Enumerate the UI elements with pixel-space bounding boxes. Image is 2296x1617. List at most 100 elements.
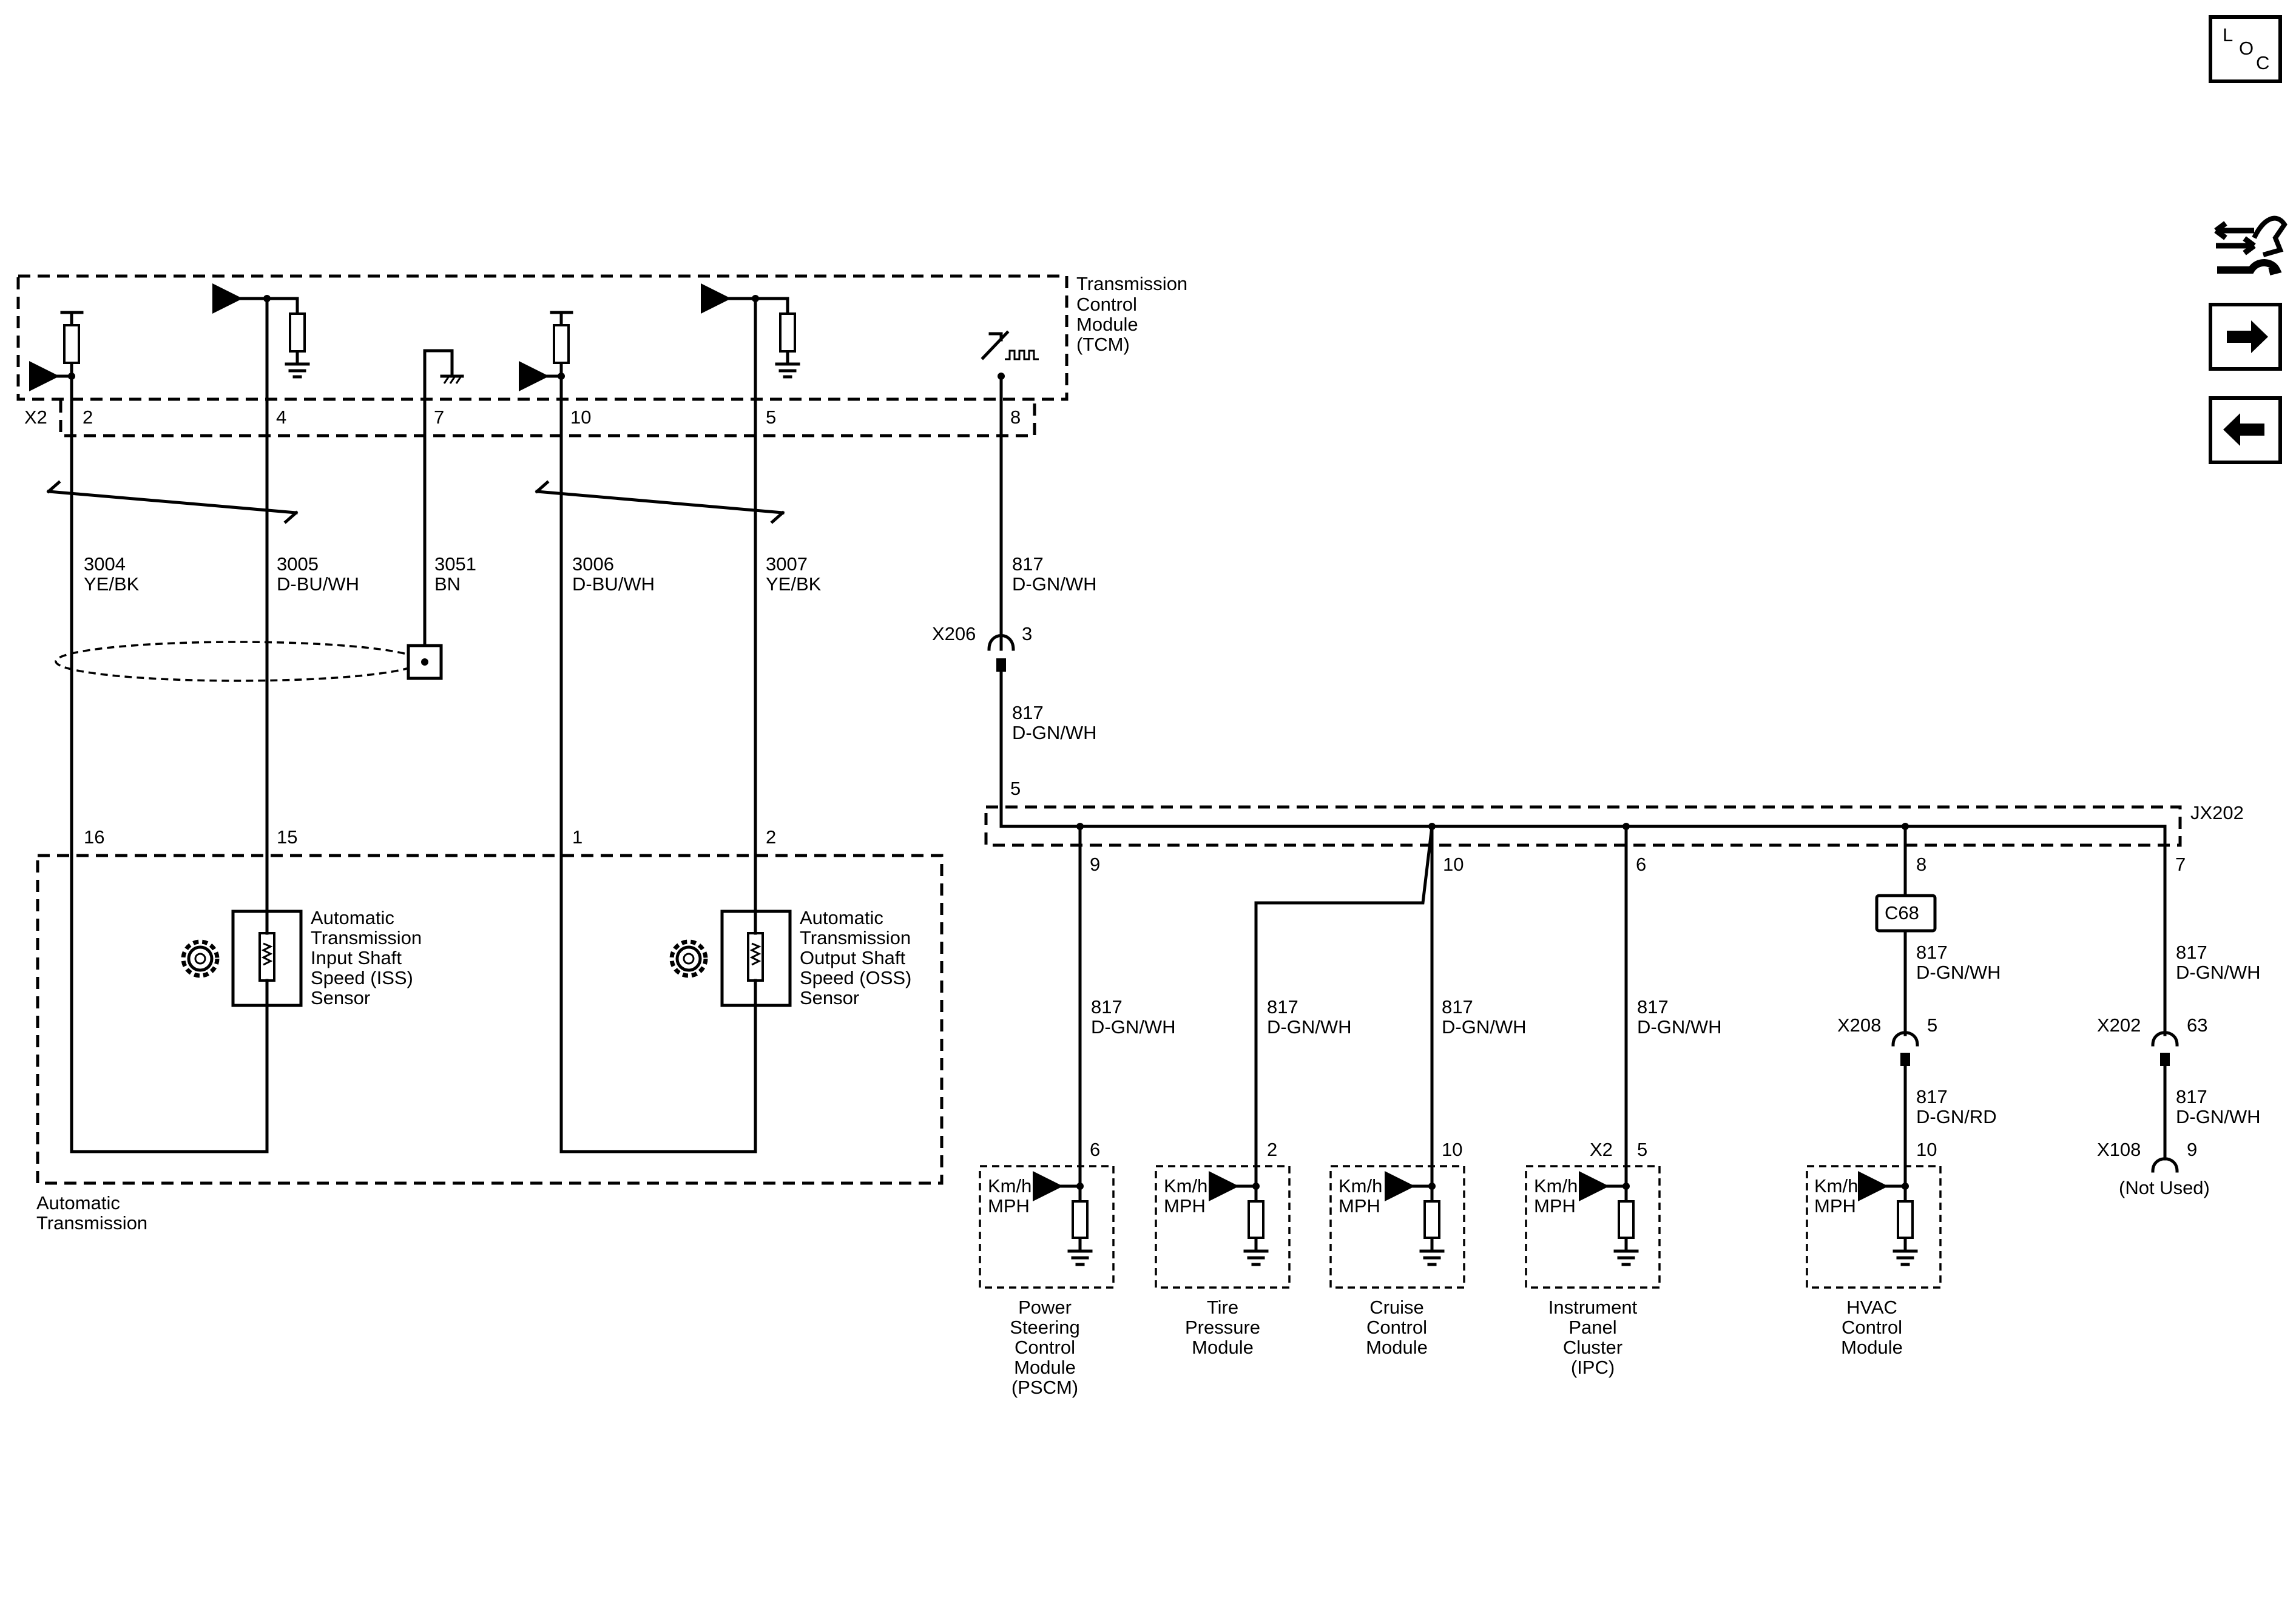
loc-letter-o: O [2239, 38, 2254, 59]
branch-wire-ipc: 817 D-GN/WH [1624, 825, 1721, 1188]
ipc-name-line-4: (IPC) [1571, 1357, 1615, 1378]
wire-3004-color: YE/BK [84, 573, 140, 595]
module-cruise-control: 10 Km/h MPH Cruise Control Module [1329, 1139, 1465, 1358]
wire-817-tcm: 817 D-GN/WH [999, 399, 1096, 651]
tire-unit-mph: MPH [1164, 1195, 1206, 1217]
pscm-unit-kmh: Km/h [988, 1175, 1032, 1197]
module-ipc: X2 5 Km/h MPH Instrument Panel Cluster (… [1525, 1139, 1661, 1378]
oss-sensor [720, 910, 792, 1007]
tire-name-line-2: Pressure [1185, 1317, 1260, 1338]
branch-pscm-color: D-GN/WH [1091, 1016, 1175, 1038]
branch-wire-tire: 817 D-GN/WH [1254, 825, 1434, 1188]
tcm-module: Transmission Control Module (TCM) X2 2 4… [16, 273, 1187, 437]
iss-name-line-4: Speed (ISS) [311, 967, 413, 988]
pscm-name-line-4: Module [1014, 1357, 1076, 1378]
arrow-left-icon [2223, 413, 2264, 446]
iss-gear-icon [181, 939, 220, 978]
previous-page-button[interactable] [2209, 396, 2282, 464]
iss-name-line-1: Automatic [311, 907, 394, 928]
ipc-name-line-3: Cluster [1563, 1337, 1622, 1358]
tcm-connector-label: X2 [24, 407, 47, 428]
pscm-name-line-2: Steering [1010, 1317, 1079, 1338]
pscm-pin: 6 [1090, 1139, 1100, 1160]
tcm-internal-circuit-3 [519, 311, 573, 391]
wire-3005-color: D-BU/WH [277, 573, 359, 595]
tcm-pin-10: 10 [570, 407, 591, 428]
iss-sensor [231, 910, 303, 1007]
iss-name-line-2: Transmission [311, 927, 422, 948]
tcm-internal-circuit-1 [29, 311, 84, 391]
tcm-pin-8: 8 [1010, 407, 1021, 428]
tcm-pin-4: 4 [276, 407, 286, 428]
pscm-name-line-1: Power [1018, 1297, 1072, 1318]
transmission-pin-15: 15 [277, 826, 297, 848]
x202-label: X202 [2097, 1014, 2141, 1036]
wire-3004-circuit: 3004 [84, 553, 126, 575]
splice-pin-8: 8 [1916, 854, 1926, 875]
automatic-transmission: Automatic Transmission 16 15 1 2 Automat… [36, 826, 944, 1234]
splice-jx202: JX202 5 9 10 6 8 7 [984, 778, 2244, 875]
loc-button[interactable]: L O C [2209, 15, 2282, 83]
x108-pin: 9 [2187, 1139, 2197, 1160]
c68-label: C68 [1885, 902, 1919, 923]
oss-name-line-1: Automatic [800, 907, 883, 928]
iss-name-line-3: Input Shaft [311, 947, 402, 968]
tire-pin: 2 [1267, 1139, 1277, 1160]
splice-pin-6: 6 [1636, 854, 1646, 875]
cruise-name-line-1: Cruise [1369, 1297, 1424, 1318]
loc-letter-c: C [2256, 52, 2269, 73]
wire-3005: 3005 D-BU/WH [265, 297, 359, 1153]
branch-cruise-color: D-GN/WH [1442, 1016, 1526, 1038]
oss-name-line-5: Sensor [800, 987, 859, 1008]
connector-list-icon[interactable] [2214, 215, 2288, 275]
hvac-name-line-3: Module [1841, 1337, 1903, 1358]
loc-letter-l: L [2223, 24, 2233, 46]
pscm-name-line-3: Control [1015, 1337, 1075, 1358]
wire-3051: 3051 BN [423, 399, 476, 650]
pscm-name-line-5: (PSCM) [1011, 1377, 1078, 1398]
next-page-button[interactable] [2209, 303, 2282, 371]
module-tire-pressure: 2 Km/h MPH Tire Pressure Module [1155, 1139, 1291, 1358]
x206-wire-color: D-GN/WH [1012, 722, 1096, 743]
x202-lower-circuit: 817 [2176, 1086, 2207, 1107]
cruise-unit-kmh: Km/h [1339, 1175, 1382, 1197]
branch-ipc-color: D-GN/WH [1637, 1016, 1721, 1038]
module-pscm: 6 Km/h MPH Power Steering Control Module… [979, 1139, 1115, 1398]
cruise-name-line-2: Control [1366, 1317, 1427, 1338]
wire-3006-color: D-BU/WH [572, 573, 655, 595]
tcm-name-line-4: (TCM) [1076, 334, 1130, 355]
twisted-pair-marker-1 [46, 480, 299, 524]
branch-tire-circuit: 817 [1267, 996, 1298, 1018]
hvac-pin: 10 [1916, 1139, 1937, 1160]
ipc-name-line-1: Instrument [1548, 1297, 1638, 1318]
transmission-name-line-2: Transmission [36, 1212, 147, 1234]
branch-wire-hvac: C68 817 D-GN/WH X208 5 817 D-GN/RD [1837, 825, 2001, 1188]
wire-3007: 3007 YE/BK [754, 297, 822, 1153]
ipc-unit-kmh: Km/h [1534, 1175, 1578, 1197]
branch-tire-color: D-GN/WH [1267, 1016, 1351, 1038]
wire-3005-circuit: 3005 [277, 553, 319, 575]
x108-label: X108 [2097, 1139, 2141, 1160]
tcm-name-line-2: Control [1076, 294, 1137, 315]
x208-pin: 5 [1927, 1014, 1937, 1036]
splice-name: JX202 [2190, 802, 2244, 823]
tcm-pin-2: 2 [83, 407, 93, 428]
module-hvac: 10 Km/h MPH HVAC Control Module [1806, 1139, 1942, 1358]
ipc-connector: X2 [1590, 1139, 1613, 1160]
tire-name-line-3: Module [1192, 1337, 1254, 1358]
branch-ipc-circuit: 817 [1637, 996, 1669, 1018]
transmission-pin-1: 1 [572, 826, 582, 848]
x108-not-used: (Not Used) [2119, 1177, 2210, 1198]
shield-drain [55, 641, 443, 682]
ipc-unit-mph: MPH [1534, 1195, 1576, 1217]
tcm-internal-circuit-4 [701, 283, 800, 379]
x206-label: X206 [932, 623, 976, 644]
c68-wire-circuit: 817 [1916, 942, 1948, 963]
wire-3007-color: YE/BK [766, 573, 822, 595]
x208-label: X208 [1837, 1014, 1881, 1036]
oss-name-line-4: Speed (OSS) [800, 967, 911, 988]
tcm-internal-circuit-2 [212, 283, 310, 379]
cruise-pin: 10 [1442, 1139, 1462, 1160]
ipc-name-line-2: Panel [1568, 1317, 1616, 1338]
hvac-lower-circuit: 817 [1916, 1086, 1948, 1107]
